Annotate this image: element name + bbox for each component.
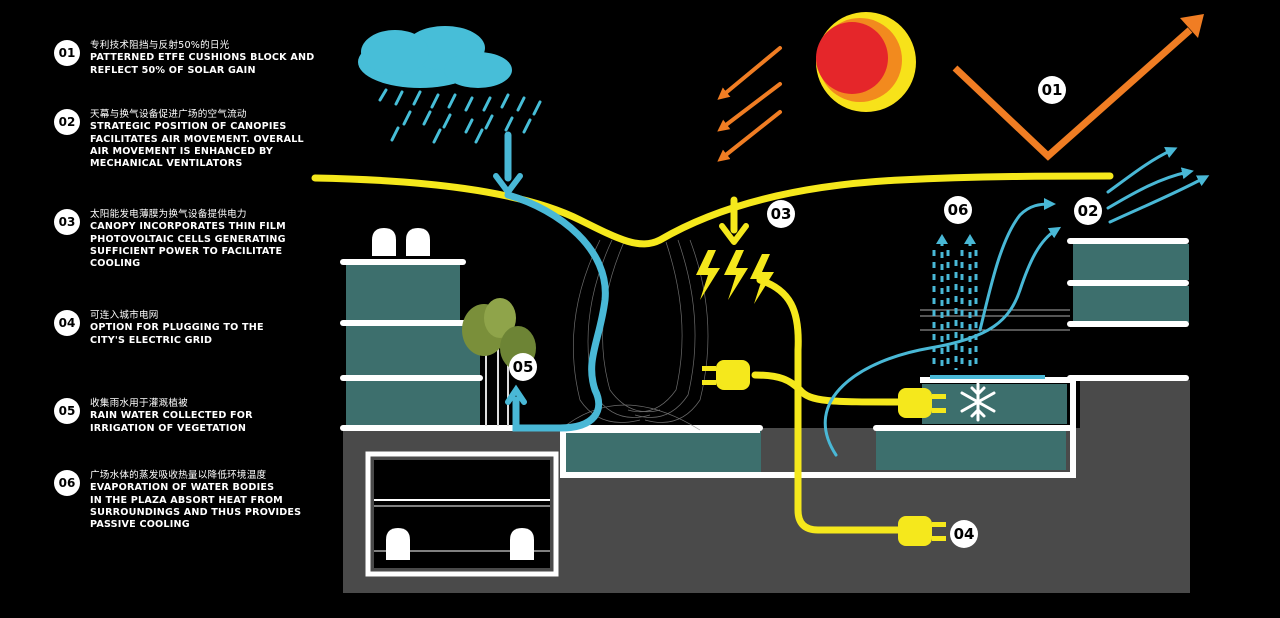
evaporation-icon xyxy=(932,234,978,370)
legend-badge: 04 xyxy=(54,310,80,336)
marker-04: 04 xyxy=(950,520,978,548)
marker-02-label: 02 xyxy=(1078,202,1099,220)
rainwater-path xyxy=(493,131,609,432)
marker-05-label: 05 xyxy=(513,358,534,376)
legend-en: PATTERNED ETFE CUSHIONS BLOCK AND REFLEC… xyxy=(90,52,315,76)
tunnel xyxy=(365,451,559,577)
legend-cn: 太阳能发电薄膜为换气设备提供电力 xyxy=(90,209,247,220)
lightning-icon xyxy=(696,250,774,304)
plaza-basin xyxy=(560,375,1076,478)
marker-03-label: 03 xyxy=(771,205,792,223)
sun-icon xyxy=(816,12,916,112)
solar-arrows xyxy=(717,46,782,162)
legend-badge: 01 xyxy=(54,40,80,66)
legend-en: OPTION FOR PLUGGING TO THE CITY'S ELECTR… xyxy=(90,322,264,346)
legend-badge: 06 xyxy=(54,470,80,496)
marker-01: 01 xyxy=(1038,76,1066,104)
marker-01-label: 01 xyxy=(1042,81,1063,99)
snowflake-icon xyxy=(960,382,996,422)
evaporation-lines xyxy=(920,309,1070,331)
plug-icon xyxy=(702,360,750,390)
marker-06: 06 xyxy=(944,196,972,224)
legend-cn: 收集雨水用于灌溉植被 xyxy=(90,398,188,409)
legend-en: RAIN WATER COLLECTED FOR IRRIGATION OF V… xyxy=(90,410,253,434)
canopy-line xyxy=(311,172,1114,248)
legend-en: CANOPY INCORPORATES THIN FILM PHOTOVOLTA… xyxy=(90,221,286,270)
plug-icon xyxy=(898,516,946,546)
rain-cloud-icon xyxy=(358,26,542,144)
legend-en: STRATEGIC POSITION OF CANOPIES FACILITAT… xyxy=(90,121,304,170)
legend-badge: 05 xyxy=(54,398,80,424)
legend-cn: 天幕与换气设备促进广场的空气流动 xyxy=(90,109,247,120)
marker-04-label: 04 xyxy=(954,525,975,543)
marker-05: 05 xyxy=(509,353,537,381)
legend-cn: 可连入城市电网 xyxy=(90,310,159,321)
plug-icon xyxy=(898,388,946,418)
reflection-arrowhead xyxy=(1180,14,1204,38)
left-building xyxy=(340,228,763,431)
power-lines xyxy=(719,196,904,534)
marker-02: 02 xyxy=(1074,197,1102,225)
canopy-structure xyxy=(559,239,709,431)
legend-badge: 02 xyxy=(54,109,80,135)
legend-cn: 广场水体的蒸发吸收热量以降低环境温度 xyxy=(90,470,267,481)
right-building xyxy=(1067,238,1189,381)
reflection-arrow xyxy=(952,27,1193,161)
legend-badge: 03 xyxy=(54,209,80,235)
airflow-arrows xyxy=(823,147,1210,457)
marker-06-label: 06 xyxy=(948,201,969,219)
legend-cn: 专利技术阻挡与反射50%的日光 xyxy=(90,40,230,51)
legend-en: EVAPORATION OF WATER BODIES IN THE PLAZA… xyxy=(90,482,302,531)
marker-03: 03 xyxy=(767,200,795,228)
